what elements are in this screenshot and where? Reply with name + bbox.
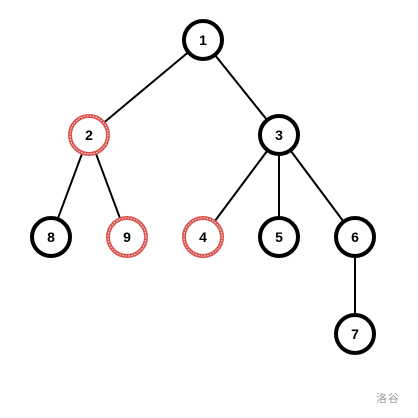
tree-node-3: 3 — [258, 114, 300, 156]
node-label: 9 — [123, 229, 131, 245]
edge-1-3 — [214, 54, 268, 121]
node-label: 4 — [199, 229, 207, 245]
node-label: 8 — [47, 229, 55, 245]
tree-node-2: 2 — [68, 114, 110, 156]
tree-node-7: 7 — [334, 313, 376, 355]
tree-node-5: 5 — [258, 216, 300, 258]
node-circle — [258, 216, 300, 258]
node-highlight-texture — [183, 217, 223, 257]
node-label: 2 — [85, 127, 93, 143]
node-label: 6 — [351, 229, 359, 245]
node-label: 1 — [199, 32, 207, 48]
node-circle — [182, 19, 224, 61]
edges-layer — [56, 51, 356, 315]
tree-node-1: 1 — [182, 19, 224, 61]
node-circle — [258, 114, 300, 156]
node-circle — [334, 313, 376, 355]
edge-3-4 — [213, 149, 269, 223]
nodes-layer: 1 2 3 8 9 4 5 6 7 — [30, 19, 376, 355]
node-label: 5 — [275, 229, 283, 245]
edge-1-2 — [102, 51, 190, 124]
watermark-text: 洛谷 — [376, 392, 400, 405]
node-circle — [30, 216, 72, 258]
tree-node-4: 4 — [182, 216, 224, 258]
node-circle — [334, 216, 376, 258]
tree-node-9: 9 — [106, 216, 148, 258]
edge-2-8 — [56, 152, 84, 220]
node-highlight-texture — [69, 115, 109, 155]
node-highlight-texture — [107, 217, 147, 257]
tree-node-6: 6 — [334, 216, 376, 258]
edge-3-6 — [289, 149, 345, 223]
tree-node-8: 8 — [30, 216, 72, 258]
node-label: 7 — [351, 326, 359, 342]
edge-2-9 — [94, 152, 122, 220]
node-label: 3 — [275, 127, 283, 143]
